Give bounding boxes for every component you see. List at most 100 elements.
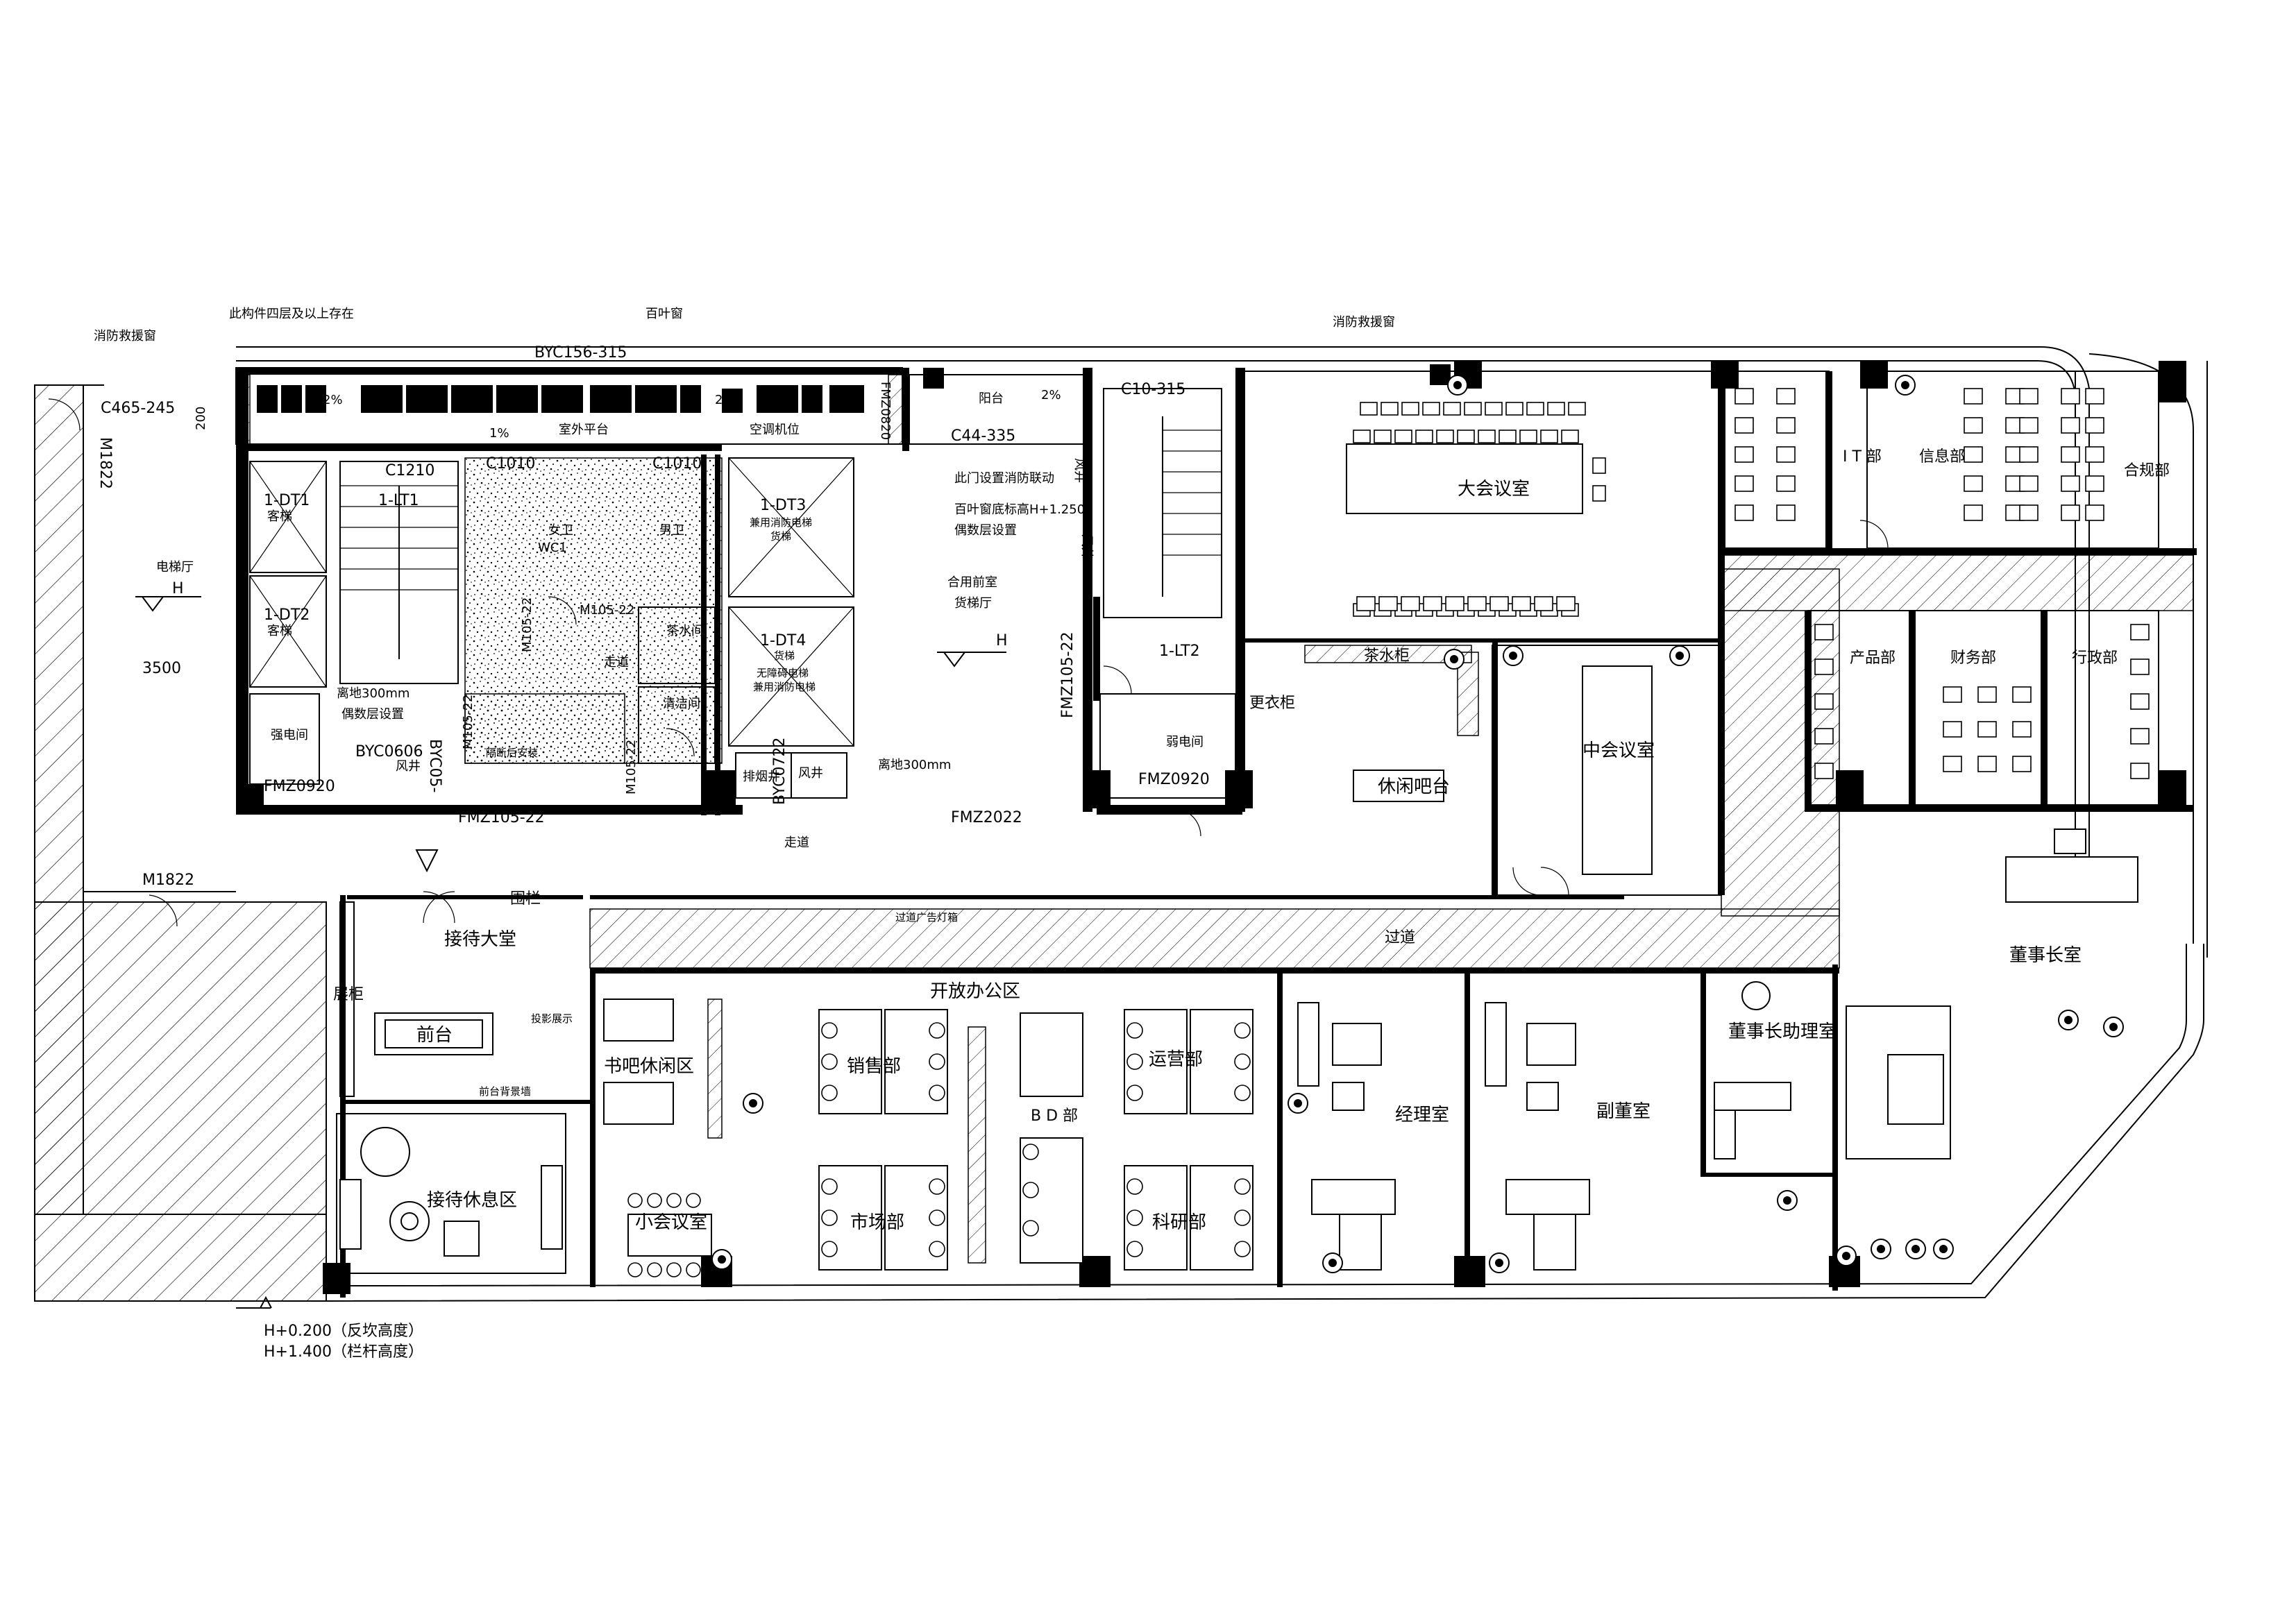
stair-lt2 [1103, 388, 1222, 618]
label-wc-install: 隔断后安装 [486, 747, 538, 759]
label-elev1: 客梯 [267, 509, 292, 524]
room-compliance: 合规部 [2124, 462, 2170, 479]
office-chair [2130, 728, 2150, 745]
plant-icon [1877, 1245, 1885, 1253]
small-meeting-table [627, 1214, 712, 1257]
meeting-chair [1457, 430, 1475, 443]
plant-icon [1939, 1245, 1948, 1253]
workstation-chair [1126, 1022, 1143, 1039]
book-bar-divider [707, 999, 723, 1139]
workstation-chair [821, 1085, 838, 1101]
reception-furniture [336, 901, 566, 1274]
label-byc0606: BYC0606 [355, 743, 423, 760]
office-chair [2085, 446, 2104, 463]
meeting-chair [647, 1193, 662, 1208]
office-chair [1943, 721, 1962, 738]
plants [711, 375, 2124, 1273]
meeting-chair [1485, 402, 1503, 416]
label-c465: C465-245 [101, 400, 175, 417]
tea-cabinet [1304, 645, 1472, 663]
label-dt4: 1-DT4 [760, 632, 806, 649]
plant-icon [1328, 1259, 1337, 1267]
room-ops: 运营部 [1149, 1049, 1203, 1070]
office-chair [1776, 388, 1796, 405]
room-admin: 行政部 [2072, 649, 2118, 667]
label-slope2: 2% [715, 393, 735, 407]
office-chair [2085, 504, 2104, 521]
label-m105-d: M105-22 [624, 740, 639, 794]
label-weak-room: 弱电间 [1166, 735, 1204, 749]
label-h2: H [996, 632, 1008, 649]
meeting-chair [1360, 402, 1378, 416]
workstation-chair [929, 1085, 945, 1101]
meeting-chair [1415, 430, 1433, 443]
label-ad-screen: 过道广告灯箱 [895, 911, 958, 924]
office-chair [1964, 475, 1983, 492]
chairman-chair [2054, 829, 2086, 854]
room-book-bar: 书吧休闲区 [604, 1056, 694, 1077]
wind-shaft [791, 752, 847, 799]
label-byc156: BYC156-315 [534, 344, 627, 362]
office-chair [1776, 504, 1796, 521]
plant-icon [718, 1255, 726, 1264]
plant-icon [1901, 381, 1909, 389]
meeting-chair [666, 1262, 682, 1277]
meeting-chair [1423, 596, 1442, 611]
strong-electric-room [249, 693, 320, 785]
meeting-chair [666, 1193, 682, 1208]
room-big-meeting: 大会议室 [1458, 479, 1530, 500]
book-bar-table2 [603, 1082, 674, 1125]
assistant-room-furniture [1714, 981, 1791, 1159]
office-chair [1977, 721, 1997, 738]
manager-room-furniture [1297, 1002, 1396, 1271]
office-chair [2061, 504, 2080, 521]
workstation-chair [821, 1022, 838, 1039]
right-lobby-partition [1242, 371, 1722, 643]
office-chair [2012, 721, 2032, 738]
label-women-wc: 女卫 [548, 523, 573, 538]
office-chair [1964, 446, 1983, 463]
elevator-shafts [249, 457, 854, 747]
meeting-chair [1353, 430, 1371, 443]
workstation-chair [821, 1053, 838, 1070]
office-chair [2019, 388, 2038, 405]
label-c44: C44-335 [951, 427, 1015, 445]
meeting-chair [1422, 402, 1440, 416]
room-bd: B D 部 [1031, 1107, 1078, 1125]
meeting-chair [627, 1193, 643, 1208]
plant-icon [1842, 1252, 1850, 1260]
meeting-chair [1561, 430, 1579, 443]
note-level1: H+0.200（反坎高度） [264, 1323, 423, 1340]
label-byc0722: BYC0722 [771, 738, 788, 805]
label-fmz105-vert: FMZ105-22 [1059, 631, 1077, 718]
plant-icon [2109, 1023, 2118, 1031]
stair-lt1 [339, 461, 459, 684]
plant-icon [1495, 1259, 1503, 1267]
meeting-chair [1505, 402, 1523, 416]
label-fmz0920b: FMZ0920 [1138, 771, 1210, 788]
workstation-chair [1234, 1053, 1251, 1070]
workstation-chair [1126, 1209, 1143, 1226]
plant-icon [1450, 655, 1458, 663]
ac-units-row [257, 385, 864, 413]
note-louver: 百叶窗 [645, 307, 683, 321]
label-lt1: 1-LT1 [378, 492, 419, 509]
office-chair [2019, 417, 2038, 434]
label-c1210: C1210 [385, 462, 434, 479]
plant-icon [2064, 1016, 2073, 1024]
office-chair [1964, 417, 1983, 434]
mid-meeting-table [1582, 665, 1653, 875]
meeting-chair [647, 1262, 662, 1277]
label-wind-shaft3: 风井 [396, 759, 421, 774]
chairman-desk [2005, 856, 2138, 903]
office-chair [2019, 475, 2038, 492]
workstation-desk [1020, 1012, 1083, 1097]
label-elevator-hall: 电梯厅 [156, 560, 194, 575]
label-wind-shaft4: 风井 [798, 766, 823, 781]
book-bar-table1 [603, 999, 674, 1042]
office-chair [1977, 686, 1997, 703]
tea-room [638, 606, 716, 684]
label-dt4-use1: 无障碍电梯 [757, 667, 809, 679]
meeting-chair [1512, 596, 1531, 611]
